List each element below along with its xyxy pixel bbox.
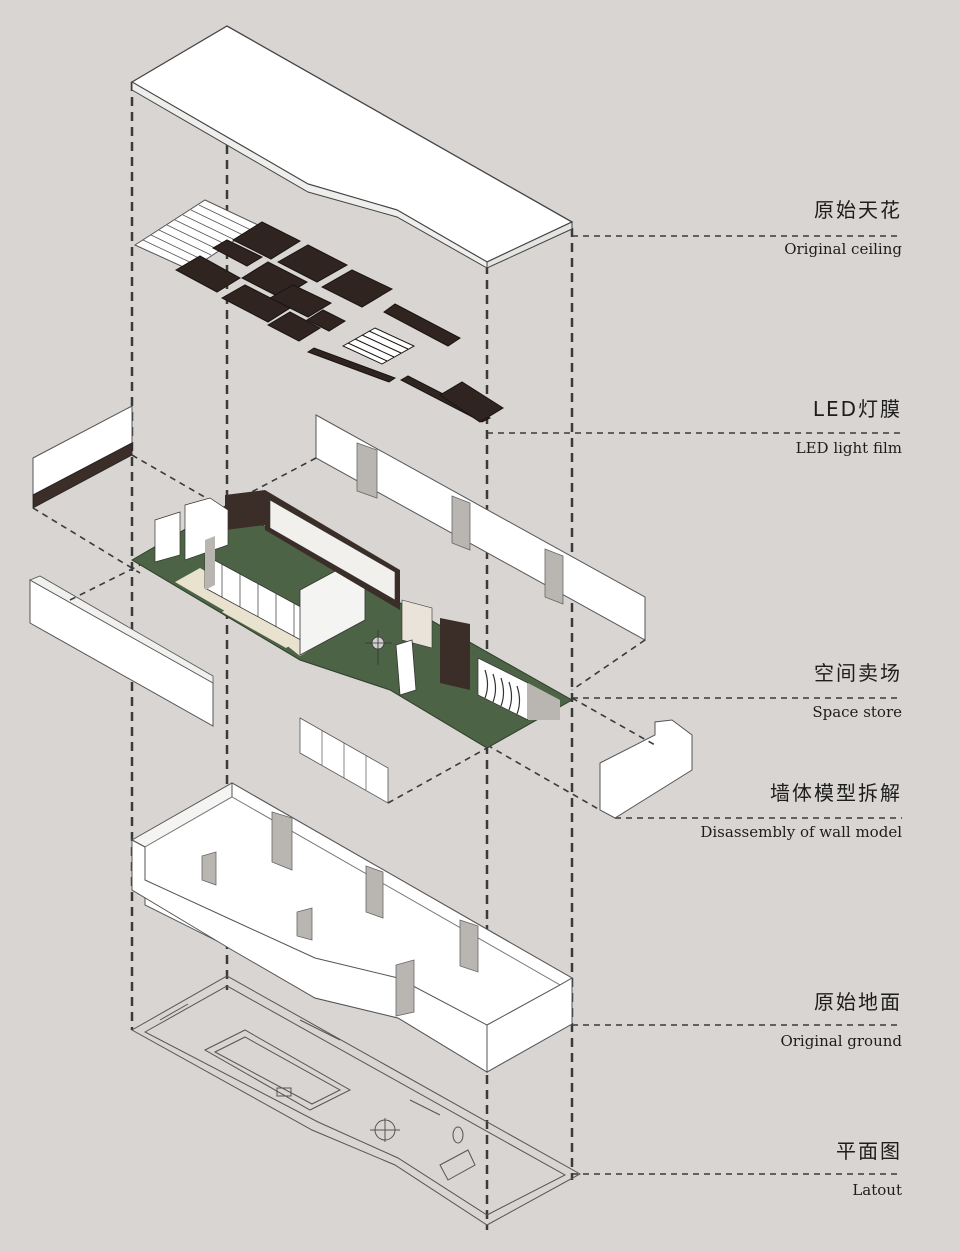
label-cn: 空间卖场 <box>814 661 902 685</box>
label-led-light-film: LED灯膜 LED light film <box>796 397 902 458</box>
label-original-ceiling: 原始天花 Original ceiling <box>784 198 902 259</box>
layout-floor-plan <box>130 975 582 1226</box>
original-ground-walls <box>130 782 573 1073</box>
label-cn: 墙体模型拆解 <box>770 781 902 805</box>
label-cn: LED灯膜 <box>812 397 902 421</box>
wall-drawing-sheets <box>299 717 488 804</box>
wall-pieces-left <box>29 405 228 727</box>
label-original-ground: 原始地面 Original ground <box>780 990 902 1051</box>
label-space-store: 空间卖场 Space store <box>812 661 902 722</box>
label-en: Original ceiling <box>784 240 902 258</box>
label-cn: 平面图 <box>836 1139 902 1163</box>
label-cn: 原始天花 <box>814 198 902 222</box>
label-en: Disassembly of wall model <box>700 823 902 841</box>
label-en: Original ground <box>780 1032 902 1050</box>
wall-pieces-right <box>226 414 693 819</box>
label-wall-model: 墙体模型拆解 Disassembly of wall model <box>700 781 902 842</box>
label-cn: 原始地面 <box>814 990 902 1014</box>
label-en: Space store <box>812 703 902 721</box>
led-light-film <box>133 199 504 423</box>
leader-lines <box>487 235 902 1175</box>
label-en: LED light film <box>795 439 902 457</box>
label-layout: 平面图 Latout <box>836 1139 902 1200</box>
label-en: Latout <box>852 1181 902 1199</box>
original-ceiling-slab <box>130 25 574 269</box>
space-store-model <box>131 490 574 749</box>
